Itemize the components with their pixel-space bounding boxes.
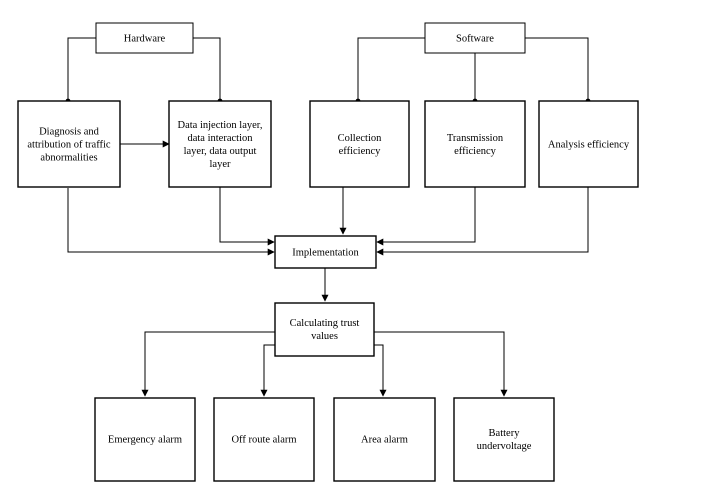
node-label-line: layer xyxy=(210,159,231,170)
implementation-label: Implementation xyxy=(292,248,359,259)
analysis-efficiency-node: Analysis efficiency xyxy=(538,100,639,188)
diagnosis-label: Diagnosis and attribution of traffic abnor… xyxy=(27,127,111,164)
node-label-line: attribution of traffic xyxy=(27,140,111,151)
node-label-line: efficiency xyxy=(339,146,382,157)
implementation-inputs xyxy=(67,187,589,256)
node-label-line: Analysis efficiency xyxy=(548,140,630,151)
off-route-label: Off route alarm xyxy=(231,435,296,446)
hardware-label: Hardware xyxy=(124,34,166,45)
battery-undervoltage-node: Battery undervoltage xyxy=(453,397,555,482)
software-node: Software xyxy=(424,22,526,54)
transmission-efficiency-node: Transmission efficiency xyxy=(424,100,526,188)
area-label: Area alarm xyxy=(361,435,408,446)
node-label-line: Hardware xyxy=(124,34,166,45)
transmission-label: Transmission efficiency xyxy=(447,133,504,157)
software-label: Software xyxy=(456,34,494,45)
node-label-line: Diagnosis and xyxy=(39,127,100,138)
trust-label: Calculating trust values xyxy=(290,318,360,342)
off-route-alarm-node: Off route alarm xyxy=(213,397,315,482)
node-label-line: Battery xyxy=(489,428,521,439)
emergency-label: Emergency alarm xyxy=(108,435,182,446)
hardware-node: Hardware xyxy=(95,22,194,54)
node-label-line: undervoltage xyxy=(477,441,532,452)
node-label-line: Area alarm xyxy=(361,435,408,446)
collection-label: Collection efficiency xyxy=(338,133,382,157)
node-label-line: data interaction xyxy=(187,133,253,144)
trust-outputs xyxy=(141,331,508,397)
data-layers-label: Data injection layer, data interaction lay… xyxy=(178,120,263,170)
node-label-line: abnormalities xyxy=(40,153,97,164)
node-label-line: Data injection layer, xyxy=(178,120,263,131)
node-label-line: layer, data output xyxy=(184,146,257,157)
node-label-line: values xyxy=(311,331,338,342)
node-label-line: Off route alarm xyxy=(231,435,296,446)
node-label-line: Collection xyxy=(338,133,382,144)
diagnosis-node: Diagnosis and attribution of traffic abnor… xyxy=(17,100,121,188)
node-label-line: Software xyxy=(456,34,494,45)
node-label-line: efficiency xyxy=(454,146,497,157)
emergency-alarm-node: Emergency alarm xyxy=(94,397,196,482)
node-label-line: Implementation xyxy=(292,248,359,259)
battery-label: Battery undervoltage xyxy=(477,428,532,452)
area-alarm-node: Area alarm xyxy=(333,397,436,482)
analysis-label: Analysis efficiency xyxy=(548,140,630,151)
trust-values-node: Calculating trust values xyxy=(274,302,375,357)
data-layers-node: Data injection layer, data interaction lay… xyxy=(168,100,272,188)
node-label-line: Transmission xyxy=(447,133,504,144)
node-label-line: Calculating trust xyxy=(290,318,360,329)
node-label-line: Emergency alarm xyxy=(108,435,182,446)
implementation-node: Implementation xyxy=(274,235,377,269)
collection-efficiency-node: Collection efficiency xyxy=(309,100,410,188)
